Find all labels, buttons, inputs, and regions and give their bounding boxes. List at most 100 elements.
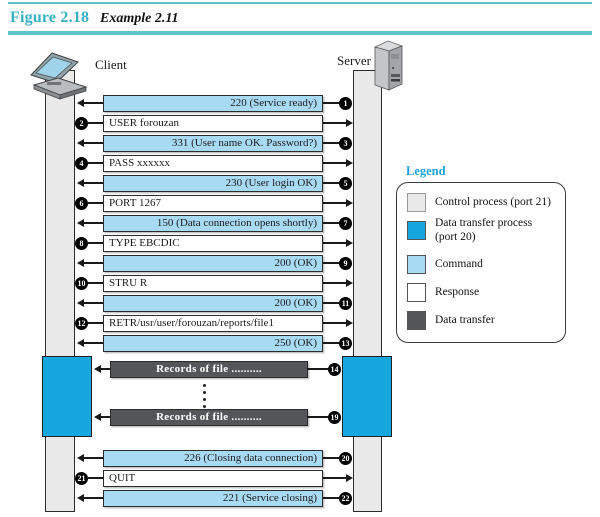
client-label: Client (95, 57, 127, 72)
message-row-200b: 200 (OK) 11 (0, 295, 600, 312)
arrow-line (100, 368, 111, 370)
message-row-150: 150 (Data connection opens shortly) 7 (0, 215, 600, 232)
command-box: TYPE EBCDIC (103, 235, 323, 252)
step-number-badge: 4 (75, 157, 88, 170)
arrow-left-icon (94, 365, 101, 373)
command-box: USER forouzan (103, 115, 323, 132)
arrow-right-icon (346, 159, 353, 167)
connector-line (88, 202, 104, 204)
message-row-quit: 21 QUIT (0, 470, 600, 487)
arrow-line (83, 182, 104, 184)
connector-line (323, 102, 340, 104)
arrow-right-icon (346, 279, 353, 287)
message-text: PORT 1267 (109, 197, 162, 209)
message-row-250: 250 (OK) 13 (0, 335, 600, 352)
response-box: 230 (User login OK) (103, 175, 323, 192)
client-data-transfer-process (42, 356, 92, 437)
legend-box: Control process (port 21) Data transfer … (396, 182, 566, 343)
response-box: 226 (Closing data connection) (103, 450, 323, 467)
response-box: 221 (Service closing) (103, 490, 323, 507)
connector-line (323, 342, 340, 344)
connector-line (323, 262, 340, 264)
data-transfer-row-1: Records of file .......... 14 (0, 361, 600, 378)
server-label: Server (337, 53, 371, 68)
arrow-line (323, 162, 347, 164)
message-text: 221 (Service closing) (222, 492, 317, 504)
arrow-right-icon (346, 119, 353, 127)
top-rule (8, 2, 592, 4)
step-number-badge: 20 (339, 452, 352, 465)
message-text: 230 (User login OK) (225, 177, 317, 189)
response-box: 331 (User name OK. Password?) (103, 135, 323, 152)
message-text: QUIT (109, 472, 136, 484)
message-text: USER forouzan (109, 117, 179, 129)
message-text: 250 (OK) (274, 337, 317, 349)
arrow-right-icon (346, 474, 353, 482)
step-number-badge: 21 (75, 472, 88, 485)
arrow-line (83, 302, 104, 304)
message-row-retr: 12 RETR/usr/user/forouzan/reports/file1 (0, 315, 600, 332)
arrow-line (83, 142, 104, 144)
response-box: 200 (OK) (103, 295, 323, 312)
arrow-line (323, 477, 347, 479)
arrow-left-icon (77, 454, 84, 462)
connector-line (323, 497, 340, 499)
connector-line (323, 302, 340, 304)
step-number-badge: 2 (75, 117, 88, 130)
laptop-icon (30, 52, 88, 100)
message-text: 226 (Closing data connection) (184, 452, 317, 464)
arrow-left-icon (77, 139, 84, 147)
arrow-left-icon (77, 339, 84, 347)
arrow-line (323, 242, 347, 244)
step-number-badge: 7 (339, 217, 352, 230)
message-text: Records of file .......... (156, 411, 262, 423)
client-control-process-bar (45, 70, 75, 512)
step-number-badge: 14 (328, 363, 341, 376)
connector-line (323, 457, 340, 459)
message-text: 200 (OK) (274, 297, 317, 309)
command-box: PASS xxxxxx (103, 155, 323, 172)
arrow-left-icon (77, 259, 84, 267)
message-text: TYPE EBCDIC (109, 237, 180, 249)
message-text: 200 (OK) (274, 257, 317, 269)
arrow-right-icon (346, 239, 353, 247)
step-number-badge: 8 (75, 237, 88, 250)
message-row-port: 6 PORT 1267 (0, 195, 600, 212)
data-transfer-swatch (407, 311, 426, 330)
connector-line (88, 477, 104, 479)
arrow-left-icon (77, 99, 84, 107)
connector-line (323, 222, 340, 224)
step-number-badge: 6 (75, 197, 88, 210)
connector-line (88, 122, 104, 124)
command-swatch (407, 255, 426, 274)
arrow-line (323, 202, 347, 204)
connector-line (88, 162, 104, 164)
message-row-221: 221 (Service closing) 22 (0, 490, 600, 507)
arrow-line (100, 416, 111, 418)
ellipsis-dots (203, 384, 206, 408)
message-row-220: 220 (Service ready) 1 (0, 95, 600, 112)
step-number-badge: 11 (339, 297, 352, 310)
arrow-line (83, 342, 104, 344)
step-number-badge: 10 (75, 277, 88, 290)
server-tower-icon (373, 40, 404, 91)
command-box: QUIT (103, 470, 323, 487)
command-box: RETR/usr/user/forouzan/reports/file1 (103, 315, 323, 332)
arrow-line (83, 102, 104, 104)
message-row-226: 226 (Closing data connection) 20 (0, 450, 600, 467)
figure-title: Example 2.11 (100, 11, 179, 26)
step-number-badge: 9 (339, 257, 352, 270)
arrow-line (83, 457, 104, 459)
command-box: PORT 1267 (103, 195, 323, 212)
response-box: 200 (OK) (103, 255, 323, 272)
step-number-badge: 19 (328, 411, 341, 424)
step-number-badge: 1 (339, 97, 352, 110)
arrow-right-icon (346, 199, 353, 207)
step-number-badge: 22 (339, 492, 352, 505)
response-box: 220 (Service ready) (103, 95, 323, 112)
arrow-right-icon (346, 319, 353, 327)
step-number-badge: 12 (75, 317, 88, 330)
data-transfer-box: Records of file .......... (110, 409, 308, 426)
step-number-badge: 3 (339, 137, 352, 150)
